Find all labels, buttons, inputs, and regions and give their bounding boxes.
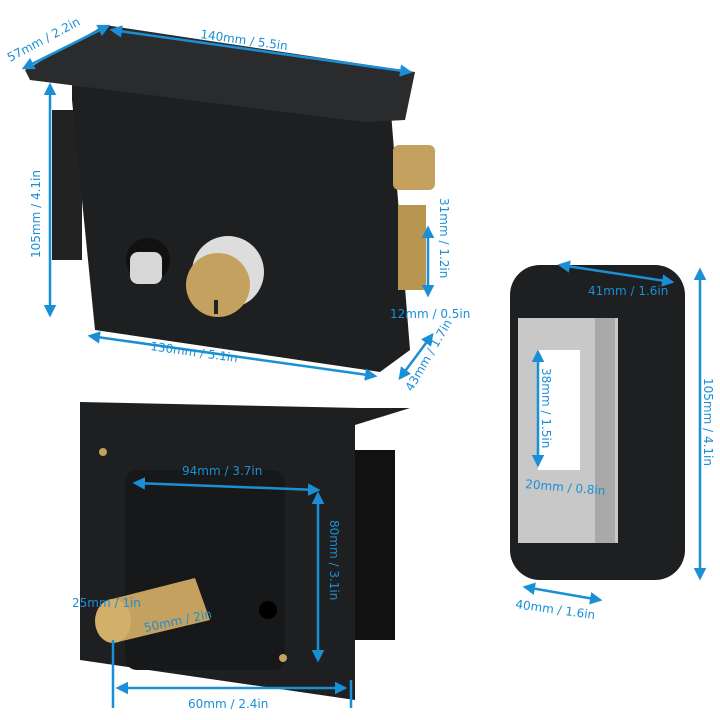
push-button <box>130 252 162 284</box>
dead-bolt <box>398 205 426 290</box>
label-cylinder-offset: 60mm / 2.4in <box>188 697 268 711</box>
front-view-lock <box>25 25 435 372</box>
label-bolt-height: 31mm / 1.2in <box>437 198 451 278</box>
strike-edge <box>595 318 615 543</box>
screw-icon <box>279 654 287 662</box>
key-cylinder <box>186 253 250 317</box>
label-cylinder-diameter: 25mm / 1in <box>72 596 141 610</box>
recessed-panel <box>125 470 285 670</box>
label-hole-spacing: 94mm / 3.7in <box>182 464 262 478</box>
label-height-left: 105mm / 4.1in <box>29 170 43 258</box>
label-bolt-width: 12mm / 0.5in <box>390 307 470 321</box>
label-side-height: 105mm / 4.1in <box>701 378 715 466</box>
label-slot-height: 38mm / 1.5in <box>539 368 553 448</box>
keyhole-icon <box>214 300 218 314</box>
brass-cylinder <box>108 578 210 642</box>
back-side-body <box>350 450 395 640</box>
spindle-hole <box>259 601 277 619</box>
back-view-lock <box>80 402 410 700</box>
label-back-height: 80mm / 3.1in <box>327 520 341 600</box>
lock-body <box>72 85 410 372</box>
label-depth-bottom: 43mm / 1.7in <box>402 317 454 394</box>
label-side-width-bottom: 40mm / 1.6in <box>515 597 597 622</box>
cylinder-face <box>95 599 131 643</box>
side-view-lock <box>510 265 685 580</box>
strike-slot <box>538 350 580 470</box>
label-slot-width: 20mm / 0.8in <box>525 477 606 498</box>
latch-bolt <box>393 145 435 190</box>
screw-icon <box>99 448 107 456</box>
label-side-width-top: 41mm / 1.6in <box>588 284 668 298</box>
